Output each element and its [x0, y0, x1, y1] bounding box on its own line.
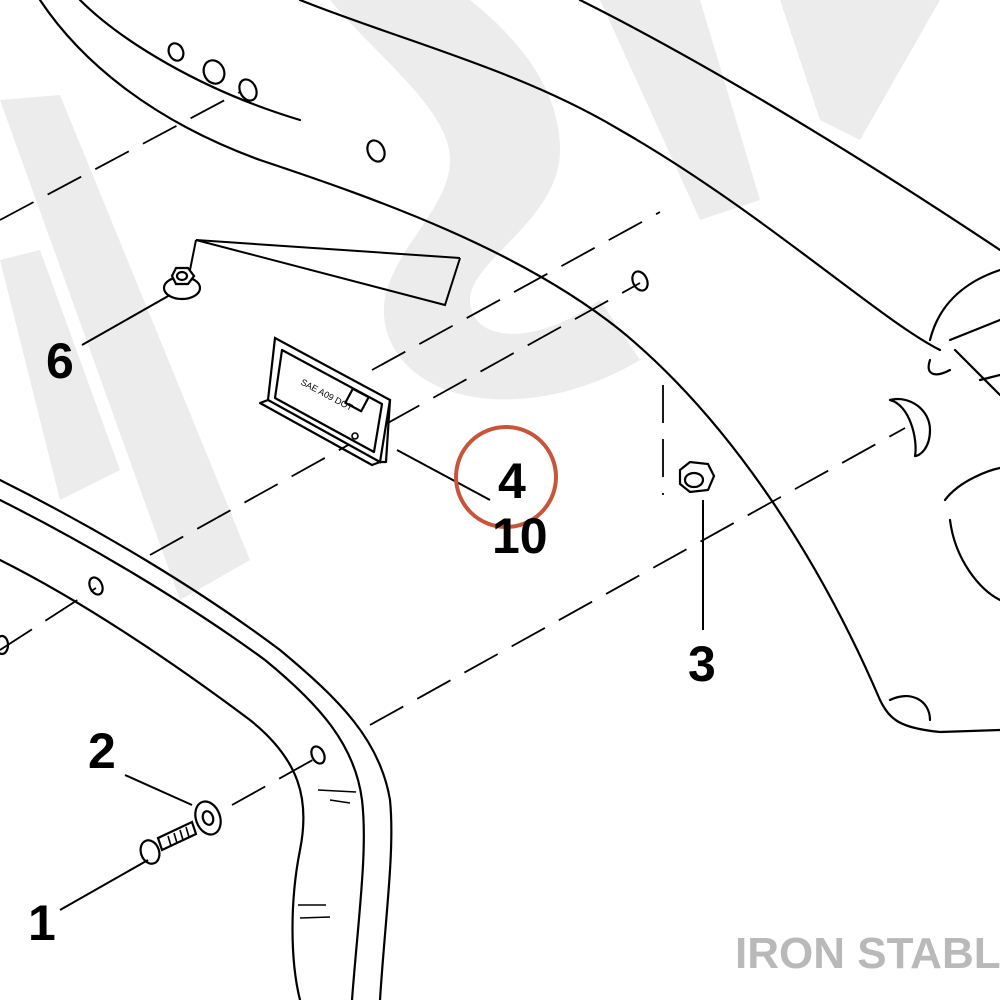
callout-2: 2: [88, 723, 116, 779]
callout-10: 10: [492, 508, 548, 564]
watermark: [0, 0, 940, 600]
callout-1: 1: [28, 895, 56, 951]
callout-6: 6: [46, 333, 74, 389]
callout-4: 4: [498, 453, 526, 509]
brand-logo-text: IRON STABLE: [735, 929, 1000, 978]
highlight-ring: [454, 425, 558, 529]
bolt-part-1: [139, 820, 198, 865]
nut-part-6: [162, 266, 202, 301]
callout-3: 3: [688, 636, 716, 692]
assembly-lines: [0, 91, 906, 806]
fender-strut: [0, 478, 393, 1000]
callout-labels: 6 4 10 3 2 1: [28, 333, 716, 951]
washer-part-2: [194, 800, 222, 836]
reflector-part-4: SAE A09 DOT: [258, 336, 392, 467]
nut-part-3: [678, 460, 716, 494]
leader-lines: [59, 294, 704, 911]
fender: [38, 0, 1000, 734]
